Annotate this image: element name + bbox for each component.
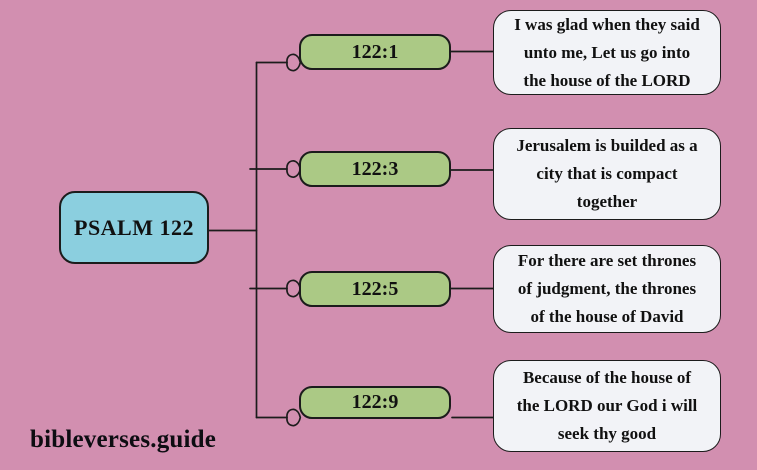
reference-node-122-9: 122:9 xyxy=(299,386,451,419)
reference-node-122-3: 122:3 xyxy=(299,151,451,187)
reference-label: 122:5 xyxy=(351,277,399,300)
reference-node-122-5: 122:5 xyxy=(299,271,451,307)
verse-text-box-122-1: I was glad when they said unto me, Let u… xyxy=(493,10,721,95)
reference-label: 122:9 xyxy=(351,391,399,413)
verse-text-box-122-9: Because of the house of the LORD our God… xyxy=(493,360,721,452)
root-node-psalm-122: PSALM 122 xyxy=(59,191,209,264)
watermark-bibleverses-guide: bibleverses.guide xyxy=(30,426,217,453)
reference-label: 122:1 xyxy=(351,40,399,63)
root-node-label: PSALM 122 xyxy=(74,214,194,240)
verse-text-box-122-3: Jerusalem is builded as a city that is c… xyxy=(493,128,721,220)
arrowhead-icon xyxy=(286,53,302,427)
verse-text-box-122-5: For there are set thrones of judgment, t… xyxy=(493,245,721,333)
reference-label: 122:3 xyxy=(351,157,399,180)
reference-node-122-1: 122:1 xyxy=(299,34,451,70)
